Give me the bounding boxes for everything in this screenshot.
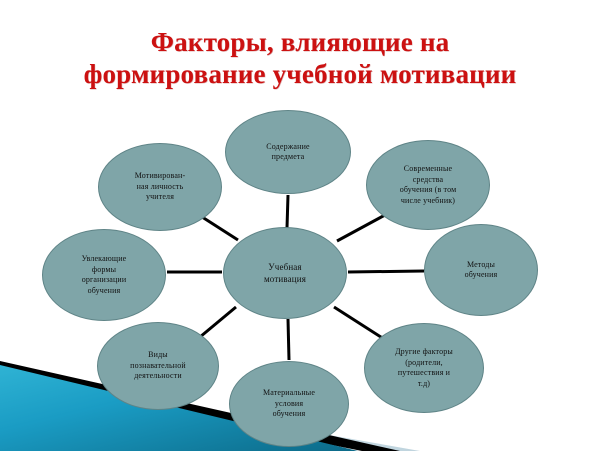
connector-drugie-faktory <box>333 305 385 341</box>
connector-soderzhanie-predmeta <box>285 194 290 229</box>
node-label: Другие факторы (родители, путешествия и … <box>395 347 453 388</box>
slide-title: Факторы, влияющие на формирование учебно… <box>83 27 517 89</box>
node-label: Содержание предмета <box>266 141 310 162</box>
connector-materialnye-usloviya <box>286 318 291 361</box>
node-label: Материальные условия обучения <box>262 388 316 419</box>
connector-motivirovannaya-lichnost <box>198 213 239 242</box>
node-label: Учебная мотивация <box>263 262 307 284</box>
node-label: Увлекающие формы организации обучения <box>81 254 127 295</box>
node-label: Современные средства обучения (в том чис… <box>399 164 457 205</box>
node-label: Виды познавательной деятельности <box>130 350 186 381</box>
node-label: Методы обучения <box>464 259 498 280</box>
node-motivirovannaya-lichnost[interactable]: Мотивирован- ная личность учителя <box>98 143 222 231</box>
node-sovremennye-sredstva[interactable]: Современные средства обучения (в том чис… <box>366 140 490 230</box>
node-center[interactable]: Учебная мотивация <box>223 227 347 319</box>
connector-vidy-poznavatelnoj <box>199 305 237 339</box>
connector-sovremennye-sredstva <box>336 213 386 243</box>
node-label: Мотивирован- ная личность учителя <box>134 171 186 202</box>
node-materialnye-usloviya[interactable]: Материальные условия обучения <box>229 361 349 447</box>
node-metody-obucheniya[interactable]: Методы обучения <box>424 224 538 316</box>
connector-metody-obucheniya <box>347 269 425 274</box>
node-uvlekayushchie-formy[interactable]: Увлекающие формы организации обучения <box>42 229 166 321</box>
node-drugie-faktory[interactable]: Другие факторы (родители, путешествия и … <box>364 323 484 413</box>
node-soderzhanie-predmeta[interactable]: Содержание предмета <box>225 110 351 194</box>
node-vidy-poznavatelnoj[interactable]: Виды познавательной деятельности <box>97 322 219 410</box>
